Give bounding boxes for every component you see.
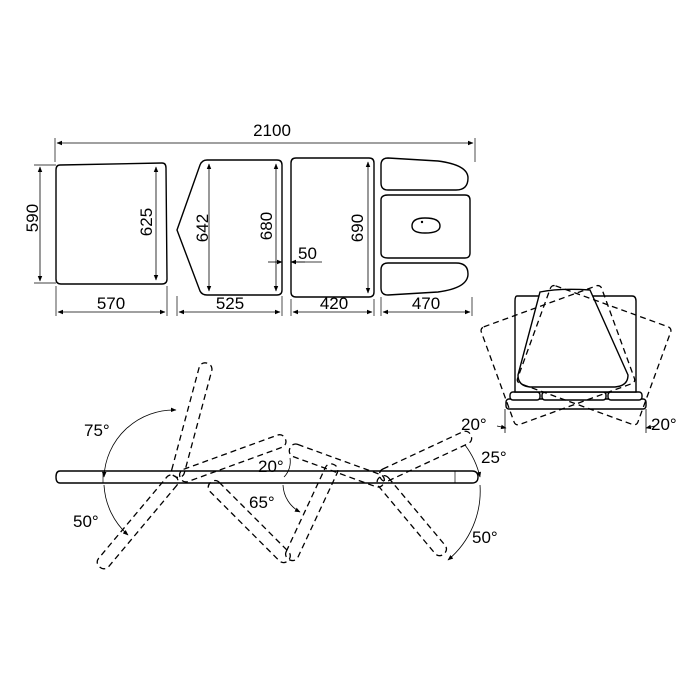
foot-length-label: 470 — [412, 294, 440, 313]
segment-length-dimensions: 570 525 420 470 — [55, 286, 473, 316]
head-up-angle-label: 75° — [84, 421, 110, 440]
overall-length-label: 2100 — [253, 121, 291, 140]
overall-length-dimension: 2100 — [54, 121, 476, 162]
gap-dimension: 50 — [268, 244, 322, 265]
side-view: 75° 50° 20° 65° 25° 50° — [55, 362, 507, 570]
overall-width-dimension: 590 — [23, 164, 56, 284]
end-tilt-left-label: 20° — [461, 415, 487, 434]
middle-width-label: 690 — [348, 214, 367, 242]
head-length-label: 570 — [97, 294, 125, 313]
gap-label: 50 — [298, 244, 317, 263]
foot-segment — [380, 157, 471, 296]
foot-up-angle-label: 25° — [481, 448, 507, 467]
head-down-angle-label: 50° — [73, 512, 99, 531]
upper-outer-width-label: 680 — [257, 212, 276, 240]
upper-inner-width-label: 642 — [193, 214, 212, 242]
face-hole — [411, 217, 441, 234]
end-tilt-right-label: 20° — [651, 415, 677, 434]
middle-length-label: 420 — [320, 294, 348, 313]
head-segment — [55, 162, 168, 285]
head-width-label: 625 — [137, 208, 156, 236]
top-view: 2100 590 625 642 680 690 50 — [23, 121, 476, 316]
middle-down-angle-label: 65° — [249, 493, 275, 512]
upper-length-label: 525 — [216, 294, 244, 313]
upper-segment — [176, 159, 283, 296]
middle-up-angle-label: 20° — [258, 457, 284, 476]
end-view: 20° 20° — [461, 284, 677, 434]
overall-width-label: 590 — [23, 204, 42, 232]
foot-down-angle-label: 50° — [472, 528, 498, 547]
